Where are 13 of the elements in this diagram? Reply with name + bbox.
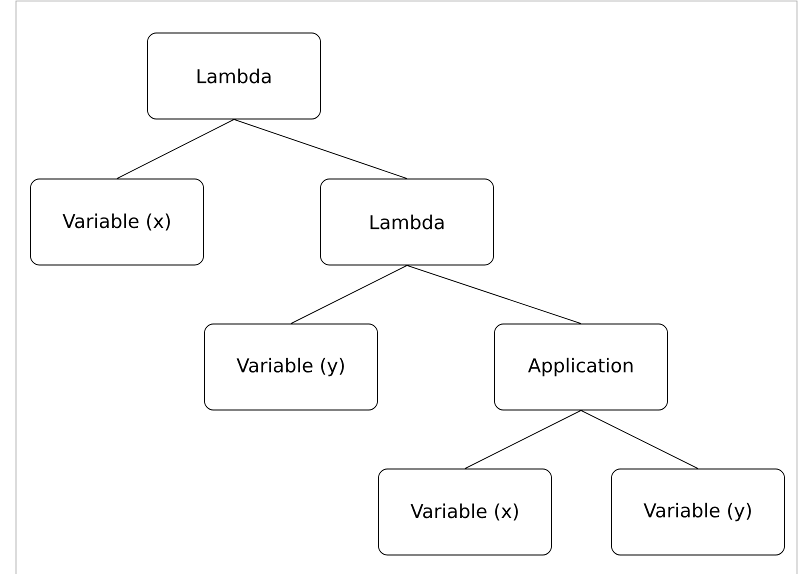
tree-node-box: Variable (y) — [611, 468, 785, 556]
tree-node-box: Variable (x) — [30, 178, 204, 266]
tree-node-box: Lambda — [320, 178, 494, 266]
tree-edge — [116, 119, 234, 179]
tree-edge — [234, 119, 408, 179]
tree-edge — [464, 410, 582, 469]
tree-node-box: Variable (x) — [378, 468, 552, 556]
tree-node-box: Variable (y) — [204, 324, 378, 410]
tree-node-box: Lambda — [147, 32, 321, 120]
tree-node-box: Application — [494, 324, 668, 410]
tree-edge — [290, 265, 408, 324]
tree-edge — [406, 265, 582, 324]
tree-edge — [580, 410, 698, 469]
